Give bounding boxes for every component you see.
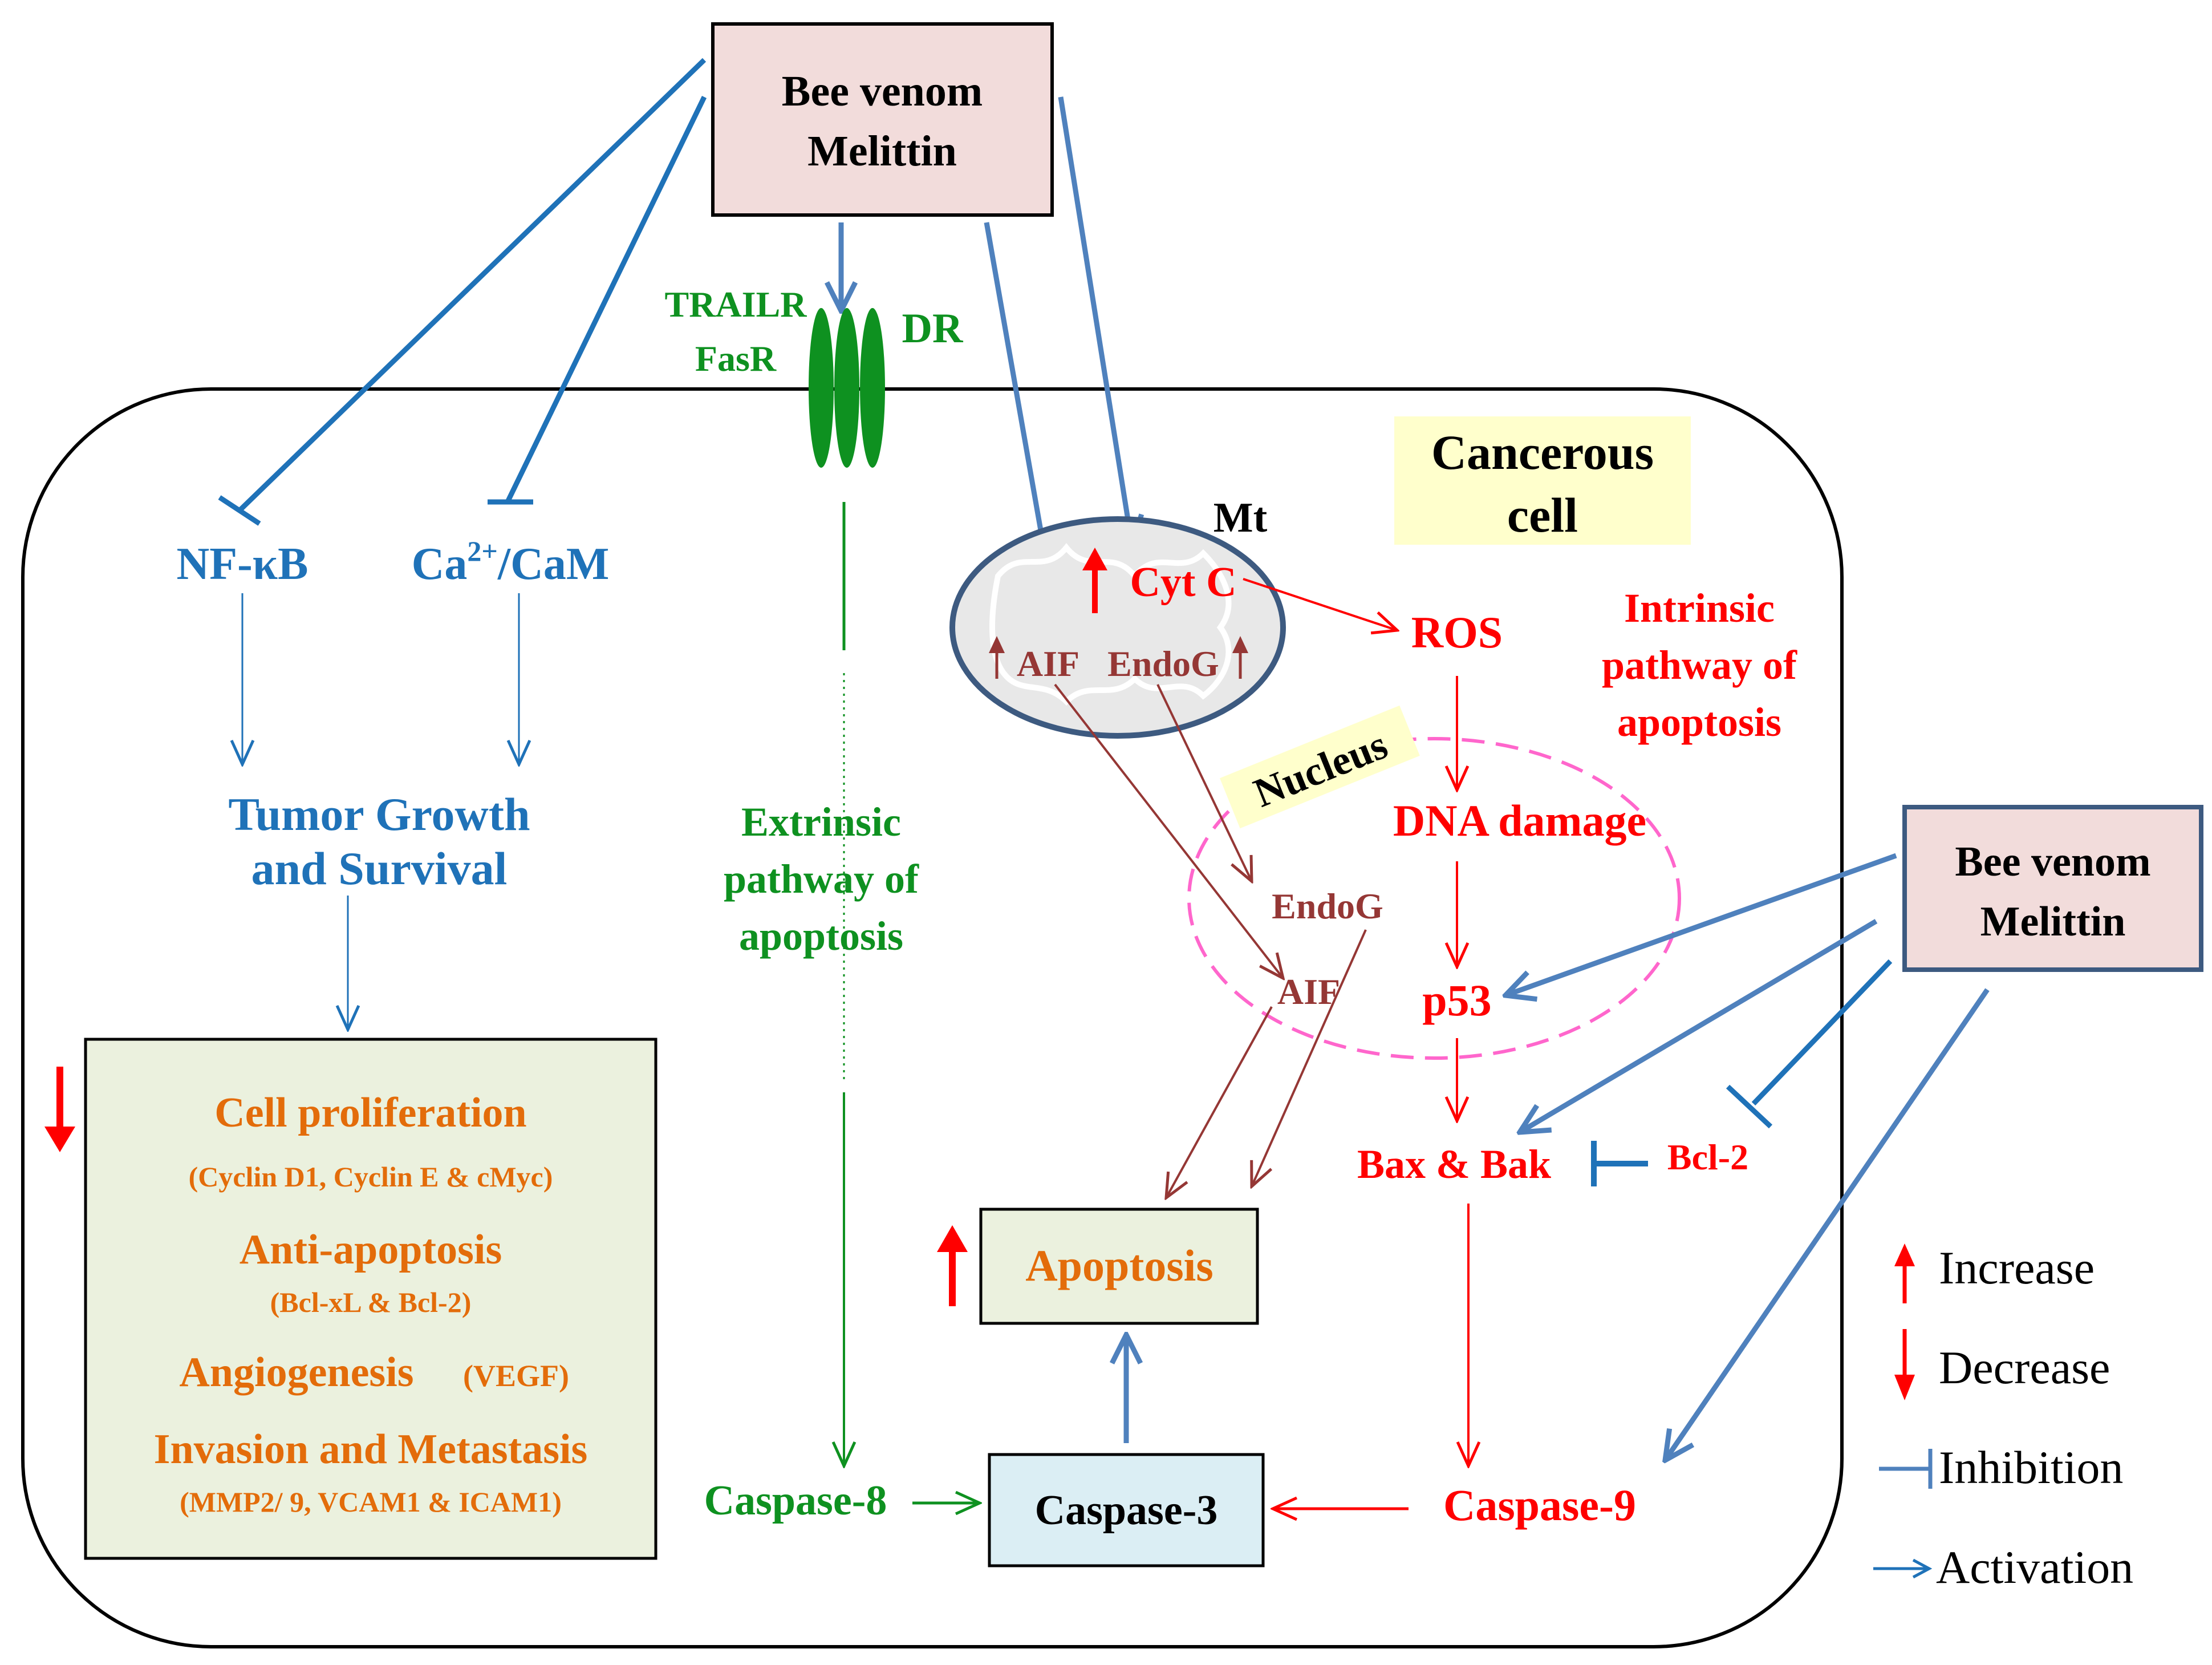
intrinsic-arrows: [1243, 578, 1468, 1466]
bcl2-inhibition: [1591, 1141, 1648, 1186]
ca-text: Ca: [412, 539, 468, 589]
cancerous-cell-label-line2: cell: [1507, 488, 1578, 542]
extrinsic-line3: apoptosis: [739, 913, 903, 959]
legend: Increase Decrease Inhibition Activation: [1873, 1242, 2133, 1593]
inhibition-lines-top: [218, 58, 707, 526]
death-receptor-icon: [809, 308, 885, 468]
legend-inhibition-icon: [1879, 1449, 1933, 1489]
aif-increase-arrow-icon: [989, 636, 1005, 679]
cancerous-cell-label: Cancerous cell: [1394, 416, 1691, 545]
legend-decrease-icon: [1894, 1329, 1915, 1400]
legend-increase-icon: [1894, 1243, 1915, 1303]
ca-superscript: 2+: [467, 535, 498, 567]
endog-nucleus-label: EndoG: [1272, 886, 1383, 926]
bcl2-label: Bcl-2: [1667, 1137, 1748, 1177]
nfkb-label: NF-κB: [176, 539, 308, 589]
caspase3-box: Caspase-3: [988, 1453, 1265, 1567]
apoptosis-increase-arrow-icon: [937, 1225, 968, 1306]
caspase3-label: Caspase-3: [1035, 1487, 1218, 1534]
mitochondrion: [949, 516, 1286, 739]
intrinsic-line2: pathway of: [1602, 642, 1797, 688]
tumor-growth-line1: Tumor Growth: [228, 788, 530, 840]
mt-label: Mt: [1213, 495, 1268, 541]
bee-venom-top-line2: Melittin: [807, 127, 957, 175]
nucleus-label-text: Nucleus: [1248, 722, 1394, 816]
apoptosis-box: Apoptosis: [979, 1208, 1259, 1325]
intrinsic-line3: apoptosis: [1617, 699, 1781, 745]
right-venom-bcl2-inhibition: [1726, 959, 1893, 1129]
bee-venom-right-line2: Melittin: [1980, 898, 2126, 945]
cam-text: /CaM: [497, 539, 610, 589]
outcome-title-1: Anti-apoptosis: [240, 1226, 502, 1273]
endog-increase-arrow-icon: [1232, 636, 1248, 679]
ca-cam-label: Ca2+/CaM: [412, 535, 610, 589]
bee-venom-top-line1: Bee venom: [782, 67, 983, 115]
cancerous-cell-label-line1: Cancerous: [1431, 425, 1654, 480]
outcome-title-2: Angiogenesis: [179, 1349, 413, 1396]
ros-label: ROS: [1411, 607, 1503, 657]
outcome-title-3: Invasion and Metastasis: [154, 1426, 588, 1473]
outcomes-box: Cell proliferation (Cyclin D1, Cyclin E …: [84, 1038, 657, 1560]
intrinsic-line1: Intrinsic: [1624, 585, 1775, 631]
legend-inhibition-label: Inhibition: [1939, 1441, 2123, 1493]
cancer-cell-membrane: [21, 387, 1844, 1648]
tumor-growth-line2: and Survival: [251, 842, 508, 894]
legend-increase-label: Increase: [1939, 1242, 2095, 1294]
dr-label: DR: [902, 305, 964, 352]
nucleus-envelope: [1187, 737, 1681, 1060]
fasr-label: FasR: [695, 338, 777, 379]
bee-venom-top-box: Bee venom Melittin: [711, 22, 1054, 217]
bee-venom-right-line1: Bee venom: [1955, 838, 2150, 885]
caspase9-label: Caspase-9: [1443, 1480, 1636, 1530]
legend-activation-icon: [1873, 1558, 1933, 1579]
bax-bak-label: Bax & Bak: [1357, 1141, 1551, 1187]
p53-label: p53: [1422, 975, 1491, 1025]
outcome-sub-0: (Cyclin D1, Cyclin E & cMyc): [189, 1161, 553, 1193]
extrinsic-line2: pathway of: [724, 856, 919, 902]
left-activation-arrows: [242, 593, 519, 1030]
outcome-sub-3: (MMP2/ 9, VCAM1 & ICAM1): [180, 1486, 562, 1518]
outcome-title-0: Cell proliferation: [214, 1089, 526, 1136]
aif-endog-arrows: [1054, 683, 1367, 1198]
dna-damage-label: DNA damage: [1393, 796, 1646, 845]
endog-mito-label: EndoG: [1107, 643, 1219, 684]
nucleus-label: Nucleus: [1220, 705, 1420, 829]
outcome-sub-1: (Bcl-xL & Bcl-2): [270, 1286, 472, 1318]
caspase8-label: Caspase-8: [704, 1477, 887, 1524]
bee-venom-right-box: Bee venom Melittin: [1902, 805, 2203, 972]
legend-activation-label: Activation: [1936, 1541, 2133, 1593]
apoptosis-label: Apoptosis: [1025, 1241, 1213, 1290]
cytc-increase-arrow-icon: [1082, 548, 1107, 613]
decrease-arrow-icon: [44, 1067, 75, 1152]
trailr-label: TRAILR: [665, 284, 807, 325]
aif-mito-label: AIF: [1017, 643, 1079, 684]
outcome-sub-2: (VEGF): [463, 1359, 569, 1393]
cytc-label: Cyt C: [1130, 559, 1236, 606]
right-venom-arrows: [1505, 853, 1990, 1460]
extrinsic-line1: Extrinsic: [741, 799, 901, 845]
legend-decrease-label: Decrease: [1939, 1342, 2110, 1393]
aif-nucleus-label: AIF: [1277, 971, 1340, 1012]
